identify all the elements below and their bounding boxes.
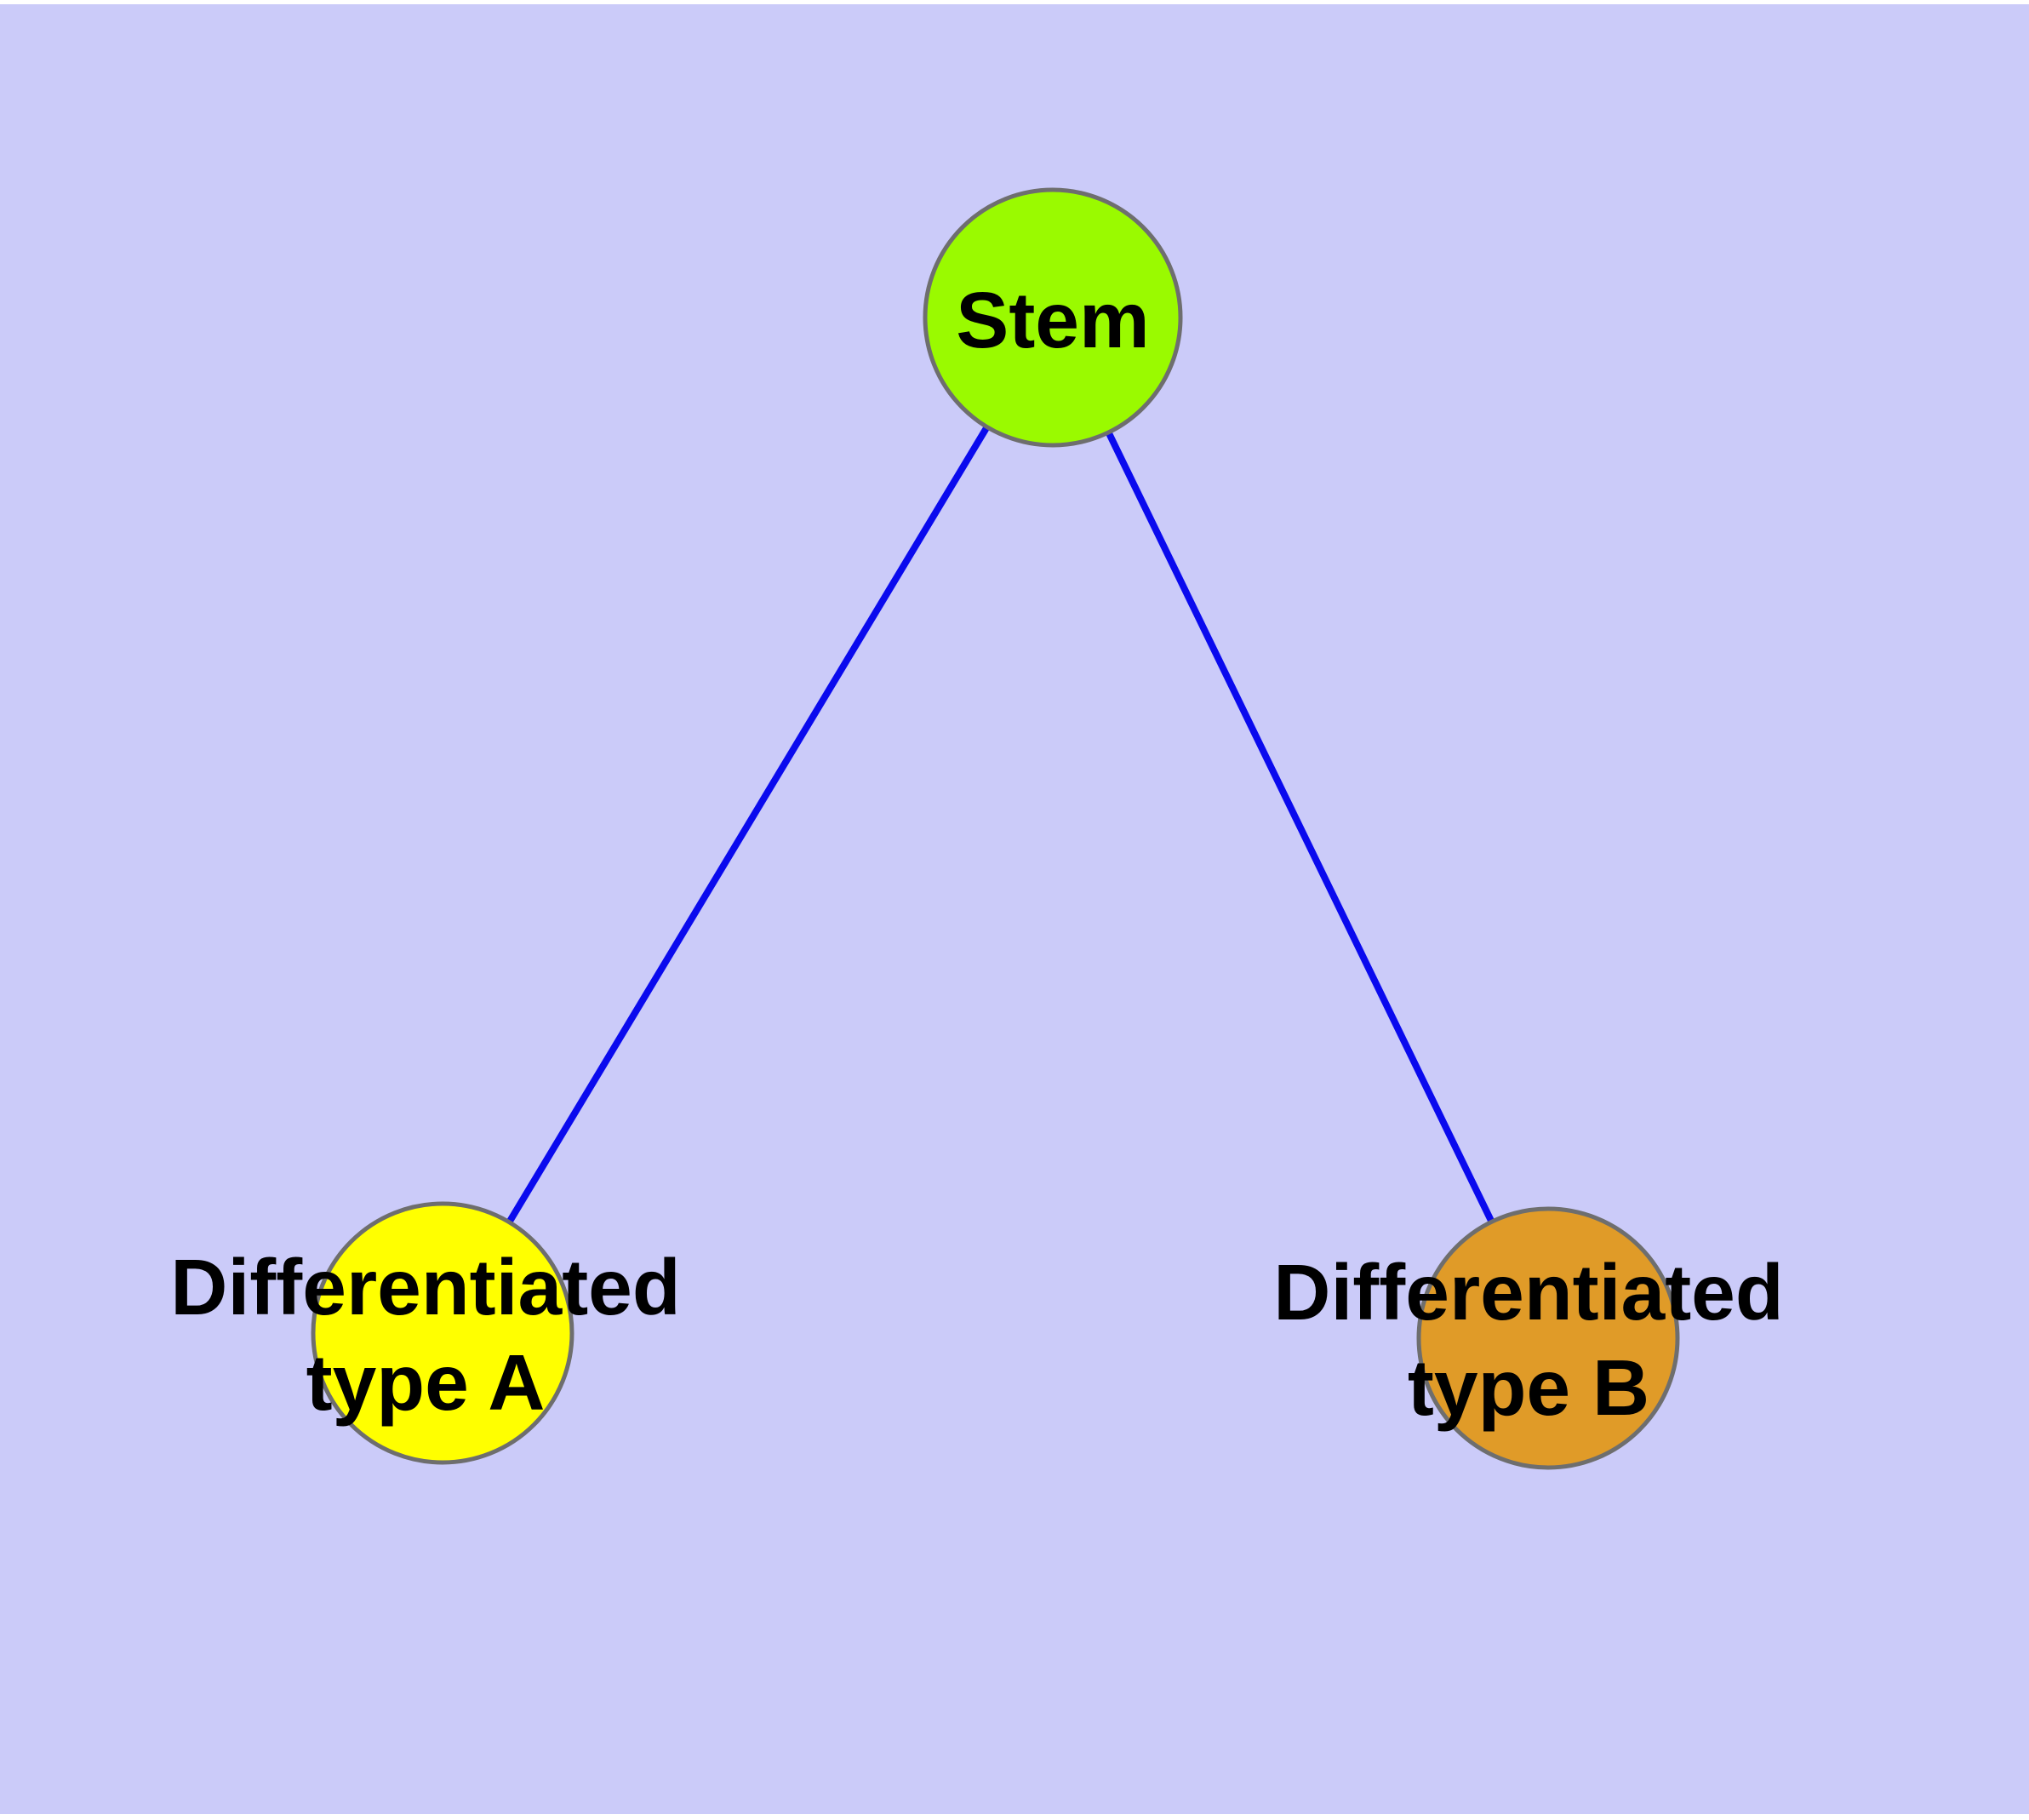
edge-stem-to-type-b [1049,314,1552,1342]
node-stem-label: Stem [956,276,1150,364]
node-type-a-label-line2: type A [306,1338,546,1427]
node-type-a-label: Differentiated type A [170,1239,680,1430]
node-type-b-label-line2: type B [1407,1343,1650,1432]
node-type-b-label-line1: Differentiated [1273,1248,1784,1336]
node-stem-circle [923,187,1183,448]
node-type-b-circle [1416,1206,1680,1470]
node-type-b-label: Differentiated type B [1273,1245,1783,1435]
edge-stem-to-type-a [439,314,1056,1336]
node-type-a-label-line1: Differentiated [170,1243,681,1331]
node-type-a-circle [311,1201,574,1465]
